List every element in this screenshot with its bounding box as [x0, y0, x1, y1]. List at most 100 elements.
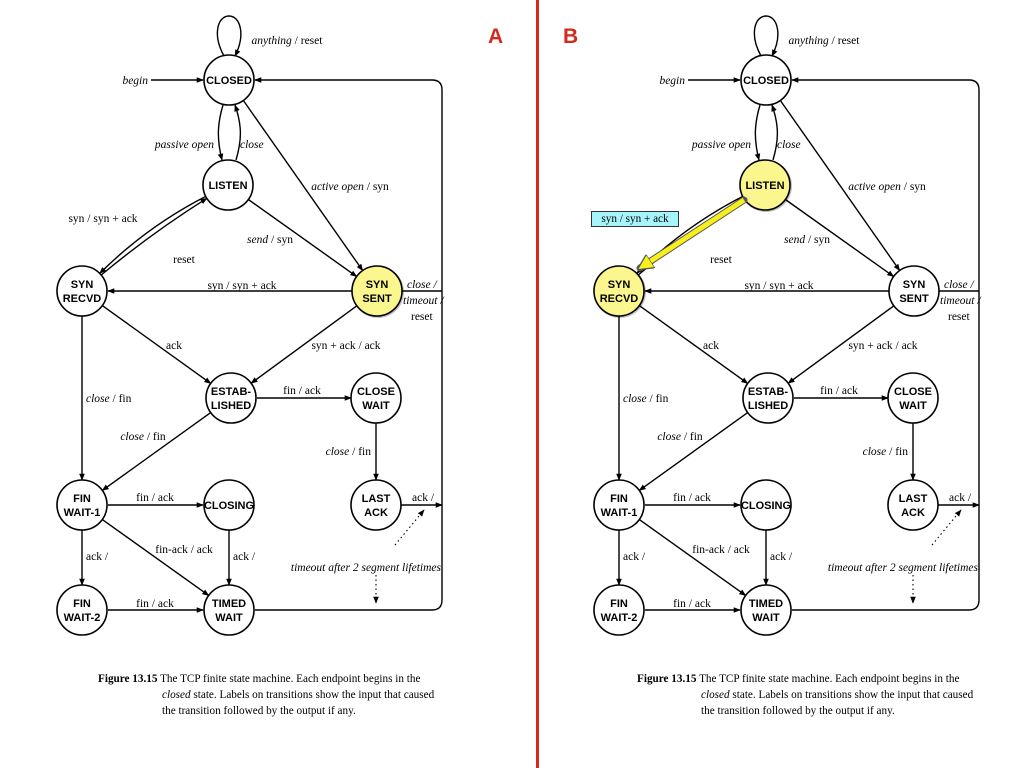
caption-line-2-rest: state. Labels on transitions show the in… — [190, 689, 435, 701]
figure-caption-a: Figure 13.15 The TCP finite state machin… — [98, 671, 443, 719]
state-established: ESTAB-LISHED — [742, 372, 794, 424]
close-timeout-label-2: timeout / — [940, 295, 982, 307]
ack-label: ack — [166, 340, 182, 352]
caption-line-2-rest: state. Labels on transitions show the in… — [729, 689, 974, 701]
state-label: CLOSE — [357, 386, 395, 398]
timeout-label: timeout after 2 segment lifetimes — [291, 562, 442, 574]
state-closing: CLOSING — [740, 479, 792, 531]
state-label: LISHED — [211, 400, 251, 412]
state-label: ESTAB- — [211, 386, 251, 398]
state-established: ESTAB- LISHED — [205, 372, 257, 424]
listen-syn-edge — [99, 195, 207, 274]
begin-label: begin — [122, 75, 148, 87]
fw2-fin-ack-label: fin / ack — [673, 598, 711, 610]
state-label: CLOSING — [204, 500, 254, 512]
state-label: WAIT-1 — [601, 507, 638, 519]
state-timed-wait: TIMED WAIT — [203, 584, 255, 636]
fw2-fin-ack-label: fin / ack — [136, 598, 174, 610]
state-label: WAIT — [215, 612, 243, 624]
state-label: FIN — [610, 493, 628, 505]
lastack-ack-label: ack / — [412, 492, 435, 504]
figure-caption-b: Figure 13.15 The TCP finite state machin… — [637, 671, 982, 719]
anything-reset-label: anything / reset — [252, 35, 324, 47]
state-label: WAIT-2 — [601, 612, 638, 624]
return-to-closed-edge — [791, 77, 980, 611]
state-label: SYN — [903, 279, 926, 291]
state-label: CLOSE — [894, 386, 932, 398]
est-fin-ack-label: fin / ack — [820, 385, 858, 397]
state-closing: CLOSING — [203, 479, 255, 531]
panel-label-b: B — [563, 25, 579, 48]
recvd-close-fin-label: close / fin — [623, 393, 669, 405]
state-label: TIMED — [212, 598, 246, 610]
begin-label: begin — [659, 75, 685, 87]
close-timeout-label-3: reset — [411, 311, 434, 323]
est-close-fin-edge — [101, 412, 212, 491]
transition-callout: syn / syn + ack — [591, 211, 679, 227]
state-closed: CLOSED — [203, 54, 255, 106]
state-label: FIN — [73, 598, 91, 610]
state-label: LAST — [899, 493, 928, 505]
state-listen: LISTEN — [202, 159, 254, 211]
est-fin-ack-label: fin / ack — [283, 385, 321, 397]
state-label: WAIT — [362, 400, 390, 412]
state-label: SYN — [608, 279, 631, 291]
fw1-finack-ack-label: fin-ack / ack — [155, 544, 213, 556]
close-timeout-label-1: close / — [944, 279, 976, 291]
caption-line-3: the transition followed by the output if… — [701, 705, 895, 717]
listen-syn-label: syn / syn + ack — [68, 213, 137, 225]
close-label: close — [240, 139, 264, 151]
caption-closed-word: closed — [701, 689, 730, 701]
active-open-label: active open / syn — [848, 181, 926, 193]
send-syn-edge — [784, 198, 895, 278]
fw1-finack-ack-edge — [101, 518, 210, 597]
state-closed: CLOSED — [740, 54, 792, 106]
state-label: LISHED — [748, 400, 788, 412]
caption-line-2: closed state. Labels on transitions show… — [637, 687, 982, 703]
state-label: SENT — [362, 293, 392, 305]
active-open-label: active open / syn — [311, 181, 389, 193]
state-label: CLOSED — [743, 75, 789, 87]
state-label: TIMED — [749, 598, 783, 610]
figure-number: Figure 13.15 — [637, 673, 697, 685]
passive-open-edge — [754, 104, 761, 161]
state-label: RECVD — [600, 293, 639, 305]
caption-line-1: The TCP finite state machine. Each endpo… — [699, 673, 960, 685]
self-loop-closed-edge — [216, 15, 242, 57]
timeout-dotted-edge-up — [931, 509, 962, 546]
closing-ack-label: ack / — [233, 551, 256, 563]
state-label: LISTEN — [745, 180, 784, 192]
close-edge — [771, 104, 779, 161]
fw1-ack-label: ack / — [86, 551, 109, 563]
figure-number: Figure 13.15 — [98, 673, 158, 685]
active-open-edge — [779, 100, 901, 272]
fw1-ack-label: ack / — [623, 551, 646, 563]
fw1-fin-ack-label: fin / ack — [673, 492, 711, 504]
state-syn-sent: SYN SENT — [351, 265, 404, 318]
closing-ack-label: ack / — [770, 551, 793, 563]
state-close-wait: CLOSE WAIT — [350, 372, 402, 424]
state-label: LISTEN — [208, 180, 247, 192]
state-label: SYN — [71, 279, 94, 291]
fw1-fin-ack-label: fin / ack — [136, 492, 174, 504]
anything-reset-label: anything / reset — [789, 35, 861, 47]
passive-open-label: passive open — [691, 139, 751, 151]
return-to-closed-edge — [254, 77, 443, 611]
ack-edge — [101, 305, 212, 384]
callout-arrow — [640, 197, 746, 268]
reset-label: reset — [173, 254, 196, 266]
send-syn-label: send / syn — [247, 234, 293, 246]
cw-close-fin-label: close / fin — [326, 446, 372, 458]
state-label: LAST — [362, 493, 391, 505]
state-label: SYN — [366, 279, 389, 291]
send-syn-edge — [247, 198, 358, 278]
timeout-label: timeout after 2 segment lifetimes — [828, 562, 979, 574]
